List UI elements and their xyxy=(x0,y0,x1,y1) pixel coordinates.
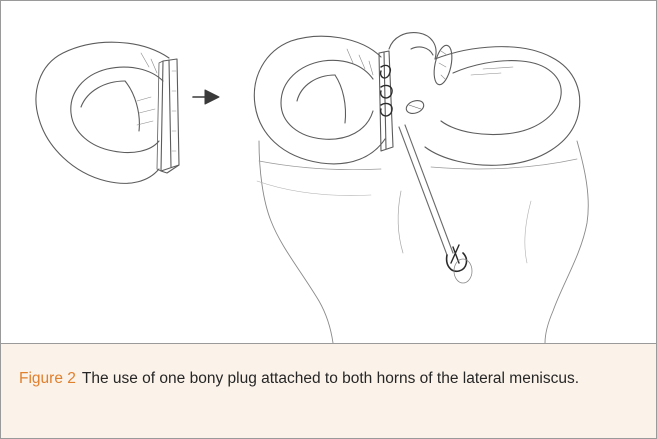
figure-illustration xyxy=(1,1,656,343)
meniscus-with-bony-plug xyxy=(36,42,179,183)
caption-body: The use of one bony plug attached to bot… xyxy=(82,370,579,387)
pencil-sketch xyxy=(1,1,656,343)
figure-caption: Figure 2 The use of one bony plug attache… xyxy=(1,343,656,438)
fixation-suture xyxy=(399,125,472,283)
caption-text: Figure 2 The use of one bony plug attache… xyxy=(19,365,639,393)
figure-label: Figure 2 xyxy=(19,370,76,387)
arrow-icon xyxy=(193,90,219,104)
